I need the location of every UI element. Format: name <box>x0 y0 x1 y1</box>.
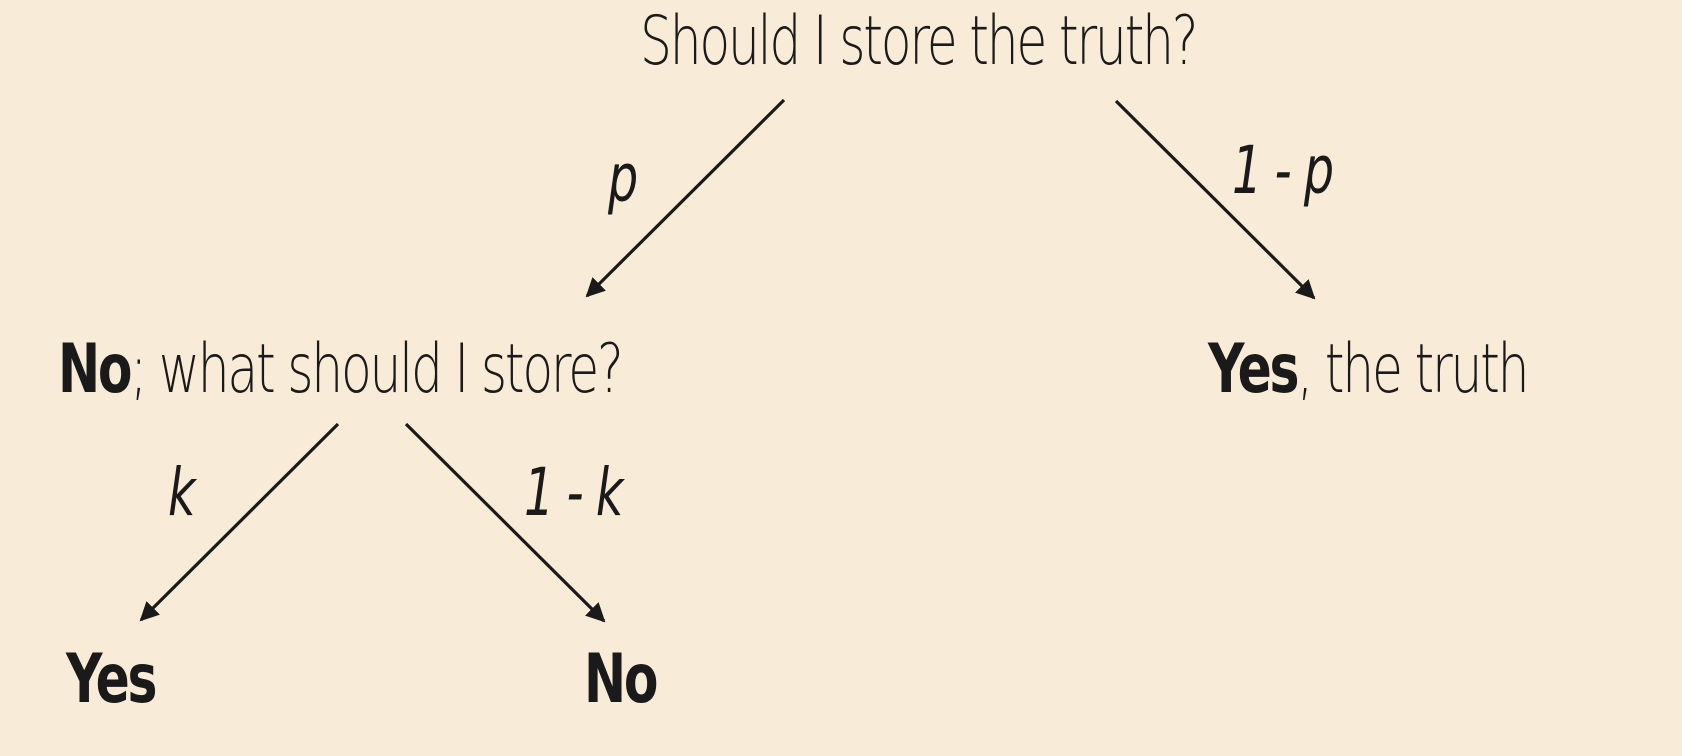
edge-root-to-no <box>585 98 786 298</box>
leaf-yes-answer: Yes <box>66 640 157 719</box>
edge-label-p: p <box>608 140 638 217</box>
root-question-text: Should I store the truth? <box>640 2 1198 81</box>
leaf-no-answer: No <box>584 640 658 719</box>
edge-label-1-minus-p: 1 - p <box>1232 132 1334 209</box>
node-no-what-should-i-store: No; what should I store? <box>58 336 624 404</box>
edge-no-to-no <box>404 422 606 623</box>
edge-root-to-yes <box>1114 99 1316 300</box>
node-no-answer: No <box>58 330 132 409</box>
leaf-yes: Yes <box>66 646 157 714</box>
edge-no-to-yes <box>139 422 340 622</box>
edge-label-k: k <box>168 454 196 531</box>
node-no-rest: ; what should I store? <box>130 330 623 409</box>
edge-label-1-minus-k: 1 - k <box>524 454 623 531</box>
node-yes-the-truth: Yes, the truth <box>1208 336 1530 404</box>
node-yes-answer: Yes <box>1208 330 1299 409</box>
node-yes-rest: , the truth <box>1297 330 1529 409</box>
leaf-no: No <box>584 646 658 714</box>
root-question: Should I store the truth? <box>640 8 1198 76</box>
